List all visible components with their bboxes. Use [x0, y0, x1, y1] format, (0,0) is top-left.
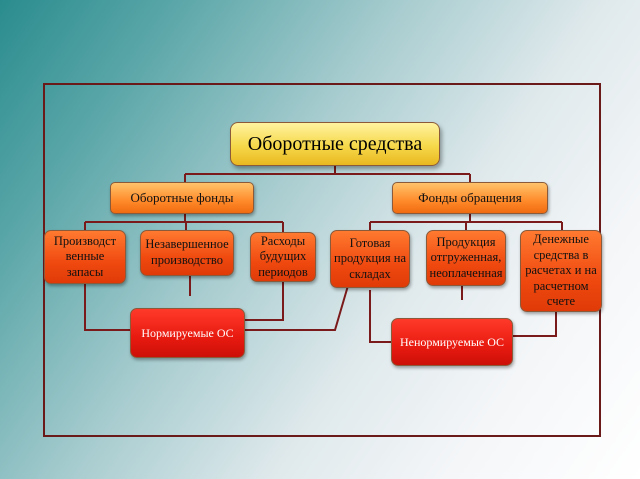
item-node-production-stocks: Производст венные запасы — [44, 230, 126, 284]
unnormed-node: Ненормируемые ОС — [391, 318, 513, 366]
item-node-shipped-goods: Продукция отгруженная, неоплаченная — [426, 230, 506, 286]
root-node: Оборотные средства — [230, 122, 440, 166]
item-node-cash-funds: Денежные средства в расчетах и на расчет… — [520, 230, 602, 312]
group-node-circulation-funds: Фонды обращения — [392, 182, 548, 214]
normed-node: Нормируемые ОС — [130, 308, 245, 358]
group-node-working-funds: Оборотные фонды — [110, 182, 254, 214]
item-node-deferred-expenses: Расходы будущих периодов — [250, 232, 316, 282]
item-node-finished-goods: Готовая продукция на складах — [330, 230, 410, 288]
item-node-work-in-progress: Незавершенное производство — [140, 230, 234, 276]
